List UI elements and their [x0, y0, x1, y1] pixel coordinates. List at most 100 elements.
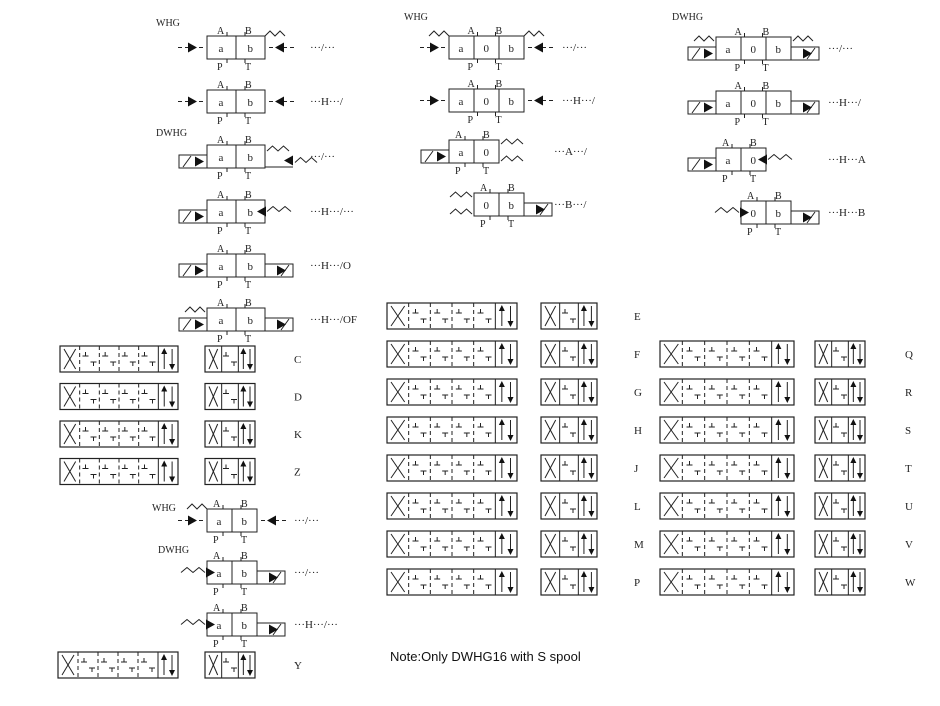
spool-symbol-long — [659, 492, 795, 520]
group-label-dwhg: DWHG — [672, 12, 703, 23]
spring-icon — [500, 155, 524, 162]
valve-position-label: b — [509, 43, 515, 55]
model-code-label: ···H···/··· — [294, 619, 338, 631]
valve-position-label: b — [248, 152, 254, 164]
solenoid-icon — [264, 263, 294, 278]
spool-code-q: Q — [905, 349, 913, 361]
model-code-label: ···/··· — [310, 151, 335, 163]
port-p-label: P — [213, 639, 219, 650]
spool-symbol-short — [814, 568, 866, 596]
port-a-label: A — [213, 499, 221, 510]
model-code-label: ···/··· — [310, 42, 335, 54]
valve-position-label: b — [242, 620, 248, 632]
valve-position-label: a — [459, 96, 464, 108]
spool-symbol-short — [814, 378, 866, 406]
spool-symbol-short — [540, 568, 598, 596]
triangle-pilot-icon — [269, 624, 278, 635]
group-label-whg: WHG — [156, 18, 180, 29]
valve-position-label: a — [726, 44, 731, 56]
spool-symbol-long — [659, 416, 795, 444]
spool-symbol-long — [386, 378, 518, 406]
valve-position-label: a — [217, 620, 222, 632]
triangle-pilot-icon — [803, 102, 812, 113]
solenoid-icon — [178, 317, 208, 332]
port-t-label: T — [241, 639, 247, 650]
spool-note: Note:Only DWHG16 with S spool — [390, 649, 581, 664]
valve-position-label: b — [248, 43, 254, 55]
port-p-label: P — [217, 62, 223, 73]
valve-position-label: a — [459, 43, 464, 55]
port-p-label: P — [217, 116, 223, 127]
valve-position-label: a — [219, 152, 224, 164]
solenoid-icon — [178, 209, 208, 224]
valve-position-label: b — [242, 516, 248, 528]
port-a-label: A — [735, 81, 743, 92]
port-t-label: T — [775, 227, 781, 238]
spool-symbol-long — [57, 651, 179, 679]
spool-symbol-short — [540, 378, 598, 406]
model-code-label: ···H···/ — [828, 97, 862, 109]
port-t-label: T — [241, 535, 247, 546]
spool-code-z: Z — [294, 467, 301, 479]
port-t-label: T — [245, 280, 251, 291]
triangle-pilot-icon — [267, 515, 276, 526]
solenoid-icon — [256, 622, 286, 637]
triangle-pilot-icon — [195, 265, 204, 276]
solenoid-icon — [790, 46, 820, 61]
valve-position-label: a — [219, 315, 224, 327]
port-a-label: A — [747, 191, 755, 202]
triangle-pilot-icon — [277, 319, 286, 330]
spool-symbol-long — [659, 568, 795, 596]
triangle-pilot-icon — [534, 95, 543, 106]
valve-position-label: 0 — [484, 96, 490, 108]
model-code-label: ···/··· — [294, 567, 319, 579]
spool-code-v: V — [905, 539, 913, 551]
triangle-pilot-icon — [188, 42, 197, 53]
spool-code-w: W — [905, 577, 916, 589]
port-a-label: A — [468, 26, 476, 37]
port-t-label: T — [245, 62, 251, 73]
triangle-pilot-icon — [430, 95, 439, 106]
port-a-label: A — [217, 190, 225, 201]
spool-symbol-short — [814, 492, 866, 520]
triangle-pilot-icon — [803, 212, 812, 223]
valve-position-label: b — [248, 315, 254, 327]
spring-icon — [266, 145, 290, 152]
triangle-pilot-icon — [275, 42, 284, 53]
spool-symbol-long — [386, 340, 518, 368]
spool-symbol-short — [540, 302, 598, 330]
valve-body — [448, 88, 525, 113]
valve-position-label: b — [248, 97, 254, 109]
spool-code-u: U — [905, 501, 913, 513]
valve-position-label: a — [726, 98, 731, 110]
spool-symbol-short — [204, 420, 256, 448]
valve-position-label: a — [726, 155, 731, 167]
triangle-pilot-icon — [269, 572, 278, 583]
port-a-label: A — [735, 27, 743, 38]
port-b-label: B — [241, 603, 248, 614]
valve-position-label: a — [459, 147, 464, 159]
triangle-pilot-icon — [704, 102, 713, 113]
model-code-label: ···H···B — [828, 207, 865, 219]
spool-code-m: M — [634, 539, 644, 551]
spool-code-e: E — [634, 311, 641, 323]
port-a-label: A — [480, 183, 488, 194]
port-b-label: B — [245, 298, 252, 309]
port-a-label: A — [213, 603, 221, 614]
model-code-label: ···H···/ — [310, 96, 344, 108]
model-code-label: ···H···/O — [310, 260, 351, 272]
spring-icon — [186, 503, 208, 510]
spool-code-d: D — [294, 392, 302, 404]
spool-symbol-long — [59, 457, 179, 486]
spool-code-k: K — [294, 429, 302, 441]
spool-symbol-long — [659, 340, 795, 368]
group-label-dwhg: DWHG — [158, 545, 189, 556]
port-t-label: T — [750, 174, 756, 185]
port-p-label: P — [455, 166, 461, 177]
